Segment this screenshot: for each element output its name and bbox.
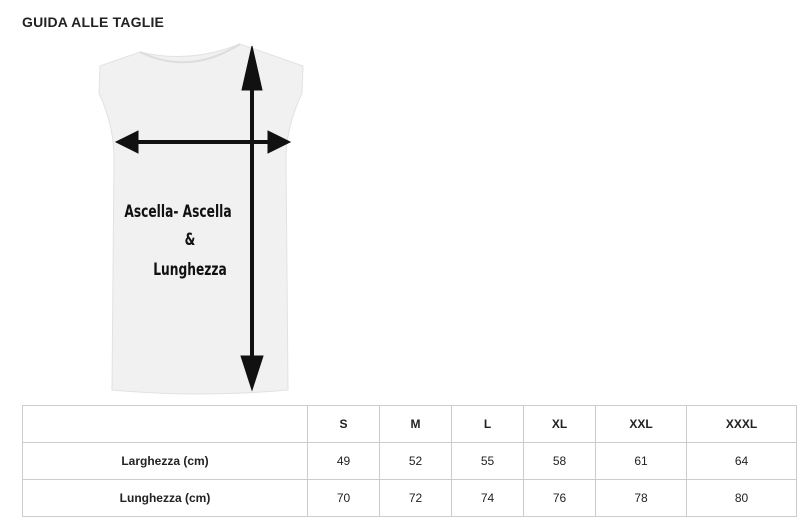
table-cell: 72 (379, 479, 452, 517)
size-header: XXL (595, 405, 687, 443)
table-row: Lunghezza (cm) 70 72 74 76 78 80 (22, 479, 797, 517)
size-diagram: Ascella- Ascella & Lunghezza (90, 38, 320, 398)
table-cell: 74 (451, 479, 524, 517)
table-cell: 78 (595, 479, 687, 517)
table-cell: 49 (307, 442, 380, 480)
table-cell: 80 (686, 479, 797, 517)
table-cell: 58 (523, 442, 596, 480)
measure-label-length: Lunghezza (153, 260, 227, 280)
measure-label-and: & (184, 230, 196, 250)
tank-top-illustration (98, 43, 304, 395)
size-table: S M L XL XXL XXXL Larghezza (cm) 49 52 5… (22, 405, 797, 517)
table-cell: 64 (686, 442, 797, 480)
size-header: S (307, 405, 380, 443)
table-cell: 76 (523, 479, 596, 517)
measure-label-armpit: Ascella- Ascella (124, 202, 232, 222)
table-cell: 52 (379, 442, 452, 480)
row-label: Larghezza (cm) (22, 442, 308, 480)
page-title: GUIDA ALLE TAGLIE (22, 14, 165, 30)
header-empty-cell (22, 405, 308, 443)
table-cell: 61 (595, 442, 687, 480)
table-row: Larghezza (cm) 49 52 55 58 61 64 (22, 442, 797, 480)
horizontal-arrow-icon (114, 130, 292, 154)
row-label: Lunghezza (cm) (22, 479, 308, 517)
size-header: XXXL (686, 405, 797, 443)
size-header: M (379, 405, 452, 443)
table-cell: 70 (307, 479, 380, 517)
vertical-arrow-icon (240, 45, 264, 392)
size-header: XL (523, 405, 596, 443)
table-cell: 55 (451, 442, 524, 480)
size-header: L (451, 405, 524, 443)
table-header-row: S M L XL XXL XXXL (22, 405, 797, 443)
